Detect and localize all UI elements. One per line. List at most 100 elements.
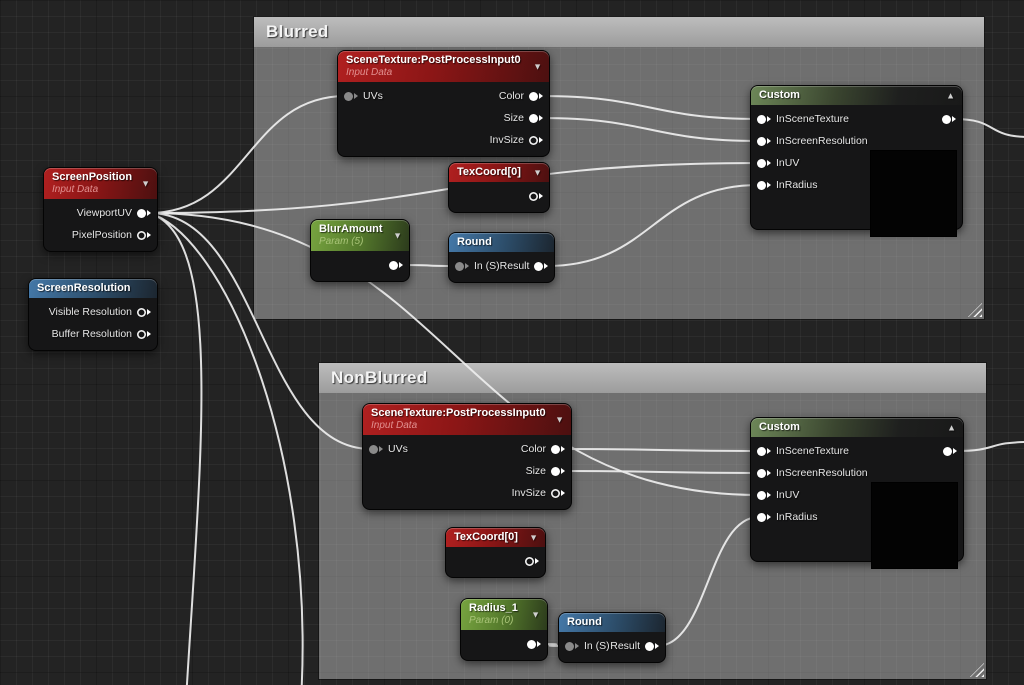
input-pin-InUV[interactable]	[757, 158, 771, 168]
node-header[interactable]: Round	[449, 233, 554, 252]
output-pin-PixelPosition[interactable]	[137, 231, 151, 240]
wire[interactable]	[562, 470, 760, 474]
node-texcoord-nonblur[interactable]: TexCoord[0]▼	[445, 527, 546, 578]
output-pin-Result[interactable]	[534, 261, 549, 271]
output-pin-value[interactable]	[525, 557, 539, 566]
collapse-down-icon[interactable]: ▼	[141, 178, 150, 189]
input-pin-InRadius[interactable]	[757, 512, 771, 522]
output-pin-Color[interactable]	[551, 444, 565, 454]
wire[interactable]	[148, 212, 372, 450]
wire[interactable]	[540, 117, 760, 142]
node-header[interactable]: ScreenResolution	[29, 279, 157, 298]
output-pin-InvSize[interactable]	[551, 489, 565, 498]
wire[interactable]	[148, 212, 203, 685]
output-pin-Buffer Resolution[interactable]	[137, 330, 151, 339]
input-pin-InScreenResolution[interactable]	[757, 468, 771, 478]
node-title: Custom	[759, 421, 800, 433]
comment-title-bar[interactable]: Blurred	[254, 17, 984, 47]
output-pin-value[interactable]	[389, 260, 403, 270]
pin-row: Buffer Resolution	[29, 323, 157, 345]
output-pin-Visible Resolution[interactable]	[137, 308, 151, 317]
wire[interactable]	[545, 184, 760, 267]
node-header[interactable]: TexCoord[0]▼	[446, 528, 545, 547]
wire[interactable]	[954, 441, 1024, 452]
output-pin-value[interactable]	[942, 114, 956, 124]
output-pin-Size[interactable]	[551, 466, 565, 476]
collapse-down-icon[interactable]: ▼	[531, 609, 540, 620]
comment-title-bar[interactable]: NonBlurred	[319, 363, 986, 393]
collapse-up-icon[interactable]: ▲	[946, 90, 955, 101]
output-pin-value[interactable]	[529, 192, 543, 201]
input-pin-InSceneTexture[interactable]	[757, 446, 771, 456]
wire[interactable]	[538, 643, 568, 647]
node-preview	[871, 482, 958, 569]
wire[interactable]	[148, 95, 347, 214]
wire[interactable]	[953, 118, 1024, 138]
output-pin-Color[interactable]	[529, 91, 543, 101]
collapse-down-icon[interactable]: ▼	[533, 61, 542, 72]
pin-label: InSceneTexture	[776, 445, 849, 457]
input-pin-In (S)[interactable]	[565, 641, 579, 651]
collapse-down-icon[interactable]: ▼	[529, 532, 538, 543]
node-texcoord-blur[interactable]: TexCoord[0]▼	[448, 162, 550, 213]
output-pin-InvSize[interactable]	[529, 136, 543, 145]
wire[interactable]	[148, 212, 760, 496]
pin-label: InvSize	[489, 134, 524, 146]
node-body: In (S)Result	[449, 252, 554, 282]
pin-row: Size	[338, 107, 549, 129]
wire[interactable]	[148, 212, 304, 685]
input-pin-InSceneTexture[interactable]	[757, 114, 771, 124]
collapse-down-icon[interactable]: ▼	[533, 167, 542, 178]
pin-label: InRadius	[776, 511, 818, 523]
pin-label: In (S)	[584, 640, 610, 652]
node-preview	[870, 150, 957, 237]
output-pin-value[interactable]	[527, 639, 541, 649]
node-header[interactable]: Round	[559, 613, 665, 632]
pin-row: Size	[363, 460, 571, 482]
input-pin-InRadius[interactable]	[757, 180, 771, 190]
collapse-up-icon[interactable]: ▲	[947, 422, 956, 433]
input-pin-UVs[interactable]	[344, 91, 358, 101]
collapse-down-icon[interactable]: ▼	[393, 230, 402, 241]
pin-label: InRadius	[776, 179, 818, 191]
output-pin-Result[interactable]	[645, 641, 659, 651]
pin-row: InUV	[751, 152, 962, 174]
collapse-down-icon[interactable]: ▼	[555, 414, 564, 425]
wire[interactable]	[656, 516, 760, 647]
node-title: SceneTexture:PostProcessInput0	[346, 54, 521, 66]
wire[interactable]	[400, 264, 458, 267]
output-pin-Size[interactable]	[529, 113, 543, 123]
input-pin-InUV[interactable]	[757, 490, 771, 500]
input-pin-In (S)[interactable]	[455, 261, 469, 271]
output-pin-value[interactable]	[943, 446, 957, 456]
input-pin-UVs[interactable]	[369, 444, 383, 454]
output-pin-ViewportUV[interactable]	[137, 208, 151, 218]
node-header[interactable]: TexCoord[0]▼	[449, 163, 549, 182]
pin-row: PixelPosition	[44, 224, 157, 246]
pin-row: Visible Resolution	[29, 301, 157, 323]
node-header[interactable]: Custom▲	[751, 86, 962, 105]
node-header[interactable]: Custom ▲	[751, 418, 963, 437]
wire[interactable]	[540, 95, 760, 120]
input-pin-InScreenResolution[interactable]	[757, 136, 771, 146]
wire[interactable]	[562, 448, 760, 452]
